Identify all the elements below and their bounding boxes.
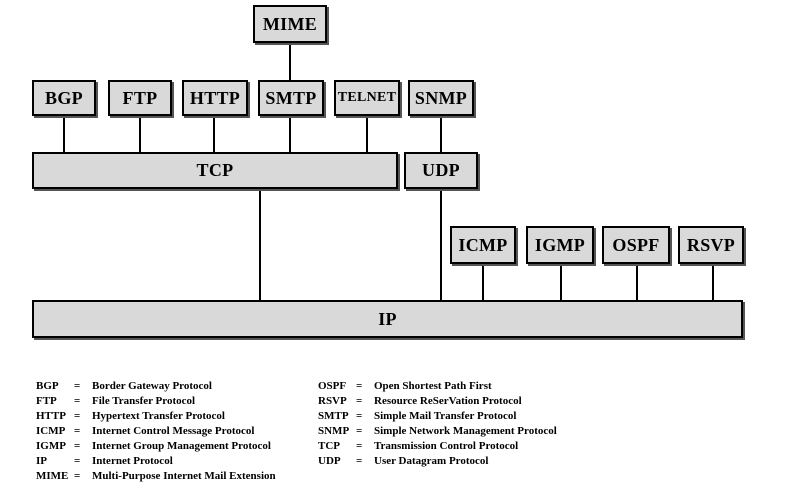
legend-row: FTP = File Transfer Protocol (36, 394, 276, 409)
snmp-box: SNMP (408, 80, 474, 116)
legend-equals: = (74, 410, 81, 422)
tcp-label: TCP (196, 160, 234, 180)
legend-row: HTTP = Hypertext Transfer Protocol (36, 409, 276, 424)
legend-abbr: FTP (36, 395, 57, 407)
legend-equals: = (356, 410, 363, 422)
legend-abbr: IGMP (36, 440, 66, 452)
igmp-box: IGMP (526, 226, 594, 264)
legend-row: RSVP = Resource ReSerVation Protocol (318, 394, 557, 409)
smtp-box: SMTP (258, 80, 324, 116)
tcp-box: TCP (32, 152, 398, 189)
legend-equals: = (74, 380, 81, 392)
mime-box: MIME (253, 5, 327, 43)
legend-row: OSPF = Open Shortest Path First (318, 379, 557, 394)
icmp-label: ICMP (458, 234, 508, 255)
legend-row: TCP = Transmission Control Protocol (318, 439, 557, 454)
legend-row: SMTP = Simple Mail Transfer Protocol (318, 409, 557, 424)
legend-row: UDP = User Datagram Protocol (318, 454, 557, 469)
legend-abbr: SNMP (318, 425, 350, 437)
legend-definition: User Datagram Protocol (374, 455, 489, 467)
legend-abbr: TCP (318, 440, 340, 452)
legend-row: ICMP = Internet Control Message Protocol (36, 424, 276, 439)
legend-equals: = (356, 455, 363, 467)
ftp-label: FTP (122, 87, 158, 108)
legend-equals: = (74, 455, 81, 467)
legend-definition: Simple Network Management Protocol (374, 425, 557, 437)
legend-definition: Transmission Control Protocol (374, 440, 519, 452)
igmp-label: IGMP (534, 234, 586, 255)
mime-label: MIME (262, 13, 318, 34)
legend-row: IGMP = Internet Group Management Protocol (36, 439, 276, 454)
legend-equals: = (74, 425, 81, 437)
legend-row: IP = Internet Protocol (36, 454, 276, 469)
ospf-label: OSPF (612, 234, 660, 255)
legend-abbr: BGP (36, 380, 59, 392)
ip-box: IP (32, 300, 743, 338)
legend-equals: = (356, 395, 363, 407)
legend-definition: Internet Protocol (92, 455, 173, 467)
legend-abbr: MIME (36, 470, 69, 482)
legend-abbr: SMTP (318, 410, 349, 422)
legend-definition: Simple Mail Transfer Protocol (374, 410, 517, 422)
legend-abbr: OSPF (318, 380, 347, 392)
snmp-label: SNMP (414, 87, 468, 108)
legend-definition: Border Gateway Protocol (92, 380, 212, 392)
legend-abbr: RSVP (318, 395, 347, 407)
icmp-box: ICMP (450, 226, 516, 264)
legend-definition: File Transfer Protocol (92, 395, 196, 407)
legend-definition: Internet Control Message Protocol (92, 425, 255, 437)
legend-row: BGP = Border Gateway Protocol (36, 379, 276, 394)
http-label: HTTP (189, 87, 241, 108)
ip-label: IP (378, 308, 397, 329)
legend-row: MIME = Multi-Purpose Internet Mail Extensi… (36, 469, 276, 484)
legend-equals: = (74, 440, 81, 452)
ftp-box: FTP (108, 80, 172, 116)
legend-definition: Open Shortest Path First (374, 380, 492, 392)
legend-equals: = (74, 470, 81, 482)
legend-equals: = (356, 440, 363, 452)
telnet-label: TELNET (337, 90, 397, 105)
legend-abbr: UDP (318, 455, 341, 467)
bgp-box: BGP (32, 80, 96, 116)
legend-right: OSPF = Open Shortest Path First RSVP = Resou… (318, 379, 557, 469)
ospf-box: OSPF (602, 226, 670, 264)
legend-equals: = (356, 425, 363, 437)
rsvp-box: RSVP (678, 226, 744, 264)
legend-abbr: ICMP (36, 425, 66, 437)
legend-abbr: IP (36, 455, 47, 467)
http-box: HTTP (182, 80, 248, 116)
legend-row: SNMP = Simple Network Management Protocol (318, 424, 557, 439)
telnet-box: TELNET (334, 80, 400, 116)
legend-definition: Hypertext Transfer Protocol (92, 410, 225, 422)
rsvp-label: RSVP (686, 234, 736, 255)
legend-abbr: HTTP (36, 410, 66, 422)
legend-definition: Internet Group Management Protocol (92, 440, 271, 452)
udp-box: UDP (404, 152, 478, 189)
smtp-label: SMTP (265, 87, 317, 108)
legend-definition: Multi-Purpose Internet Mail Extension (92, 470, 276, 482)
legend-equals: = (74, 395, 81, 407)
legend-definition: Resource ReSerVation Protocol (374, 395, 522, 407)
legend-left: BGP = Border Gateway Protocol FTP = File Tra… (36, 379, 276, 484)
bgp-label: BGP (45, 87, 83, 108)
legend-equals: = (356, 380, 363, 392)
udp-label: UDP (422, 160, 460, 180)
